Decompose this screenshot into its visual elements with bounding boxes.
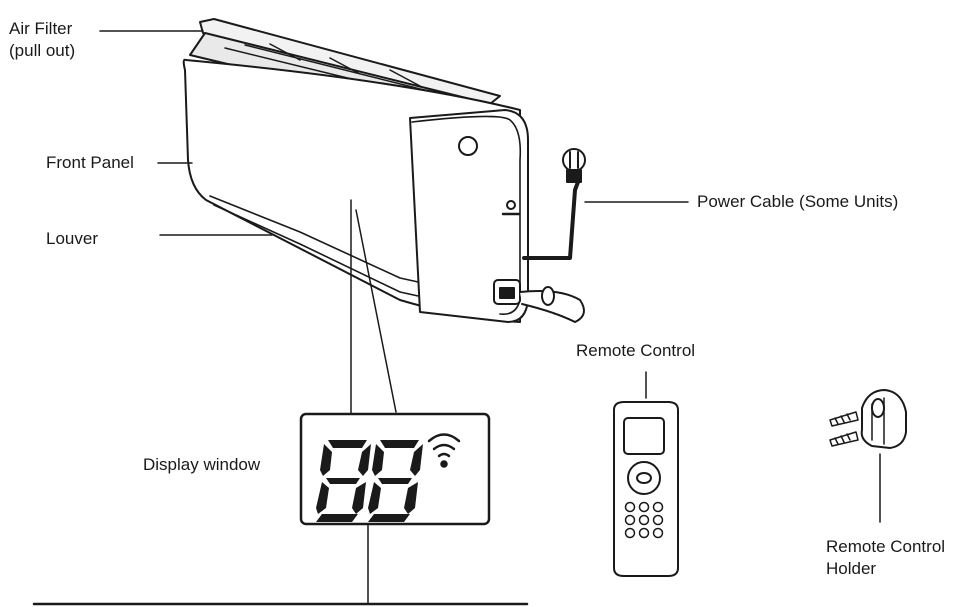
remote-dpad xyxy=(627,461,661,495)
wifi-icon xyxy=(427,433,461,468)
label-power-cable: Power Cable (Some Units) xyxy=(697,192,899,211)
remote-control xyxy=(613,401,679,577)
display-window xyxy=(299,412,491,526)
label-remote-control: Remote Control xyxy=(576,341,696,360)
remote-keypad xyxy=(624,501,664,539)
label-louver: Louver xyxy=(46,229,98,248)
label-front-panel: Front Panel xyxy=(46,153,134,172)
indoor-unit xyxy=(182,18,585,323)
air-filter-line2: (pull out) xyxy=(9,41,76,60)
screws xyxy=(829,411,859,447)
remote-holder-line1: Remote Control xyxy=(826,537,946,556)
plug-icon xyxy=(562,148,586,172)
side-button xyxy=(458,136,478,156)
remote-holder-line2: Holder xyxy=(826,559,877,578)
label-air-filter: Air Filter (pull out) xyxy=(9,18,75,62)
air-filter-line1: Air Filter xyxy=(9,19,73,38)
remote-holder xyxy=(829,389,907,449)
remote-screen xyxy=(623,417,665,455)
leader-lines xyxy=(32,30,881,606)
seven-segment-digits xyxy=(316,440,423,522)
label-display-window: Display window xyxy=(143,455,261,474)
label-remote-holder: Remote Control Holder xyxy=(826,536,945,580)
drain-hose xyxy=(519,290,585,323)
power-cable xyxy=(522,148,586,260)
callout-right xyxy=(355,209,397,413)
